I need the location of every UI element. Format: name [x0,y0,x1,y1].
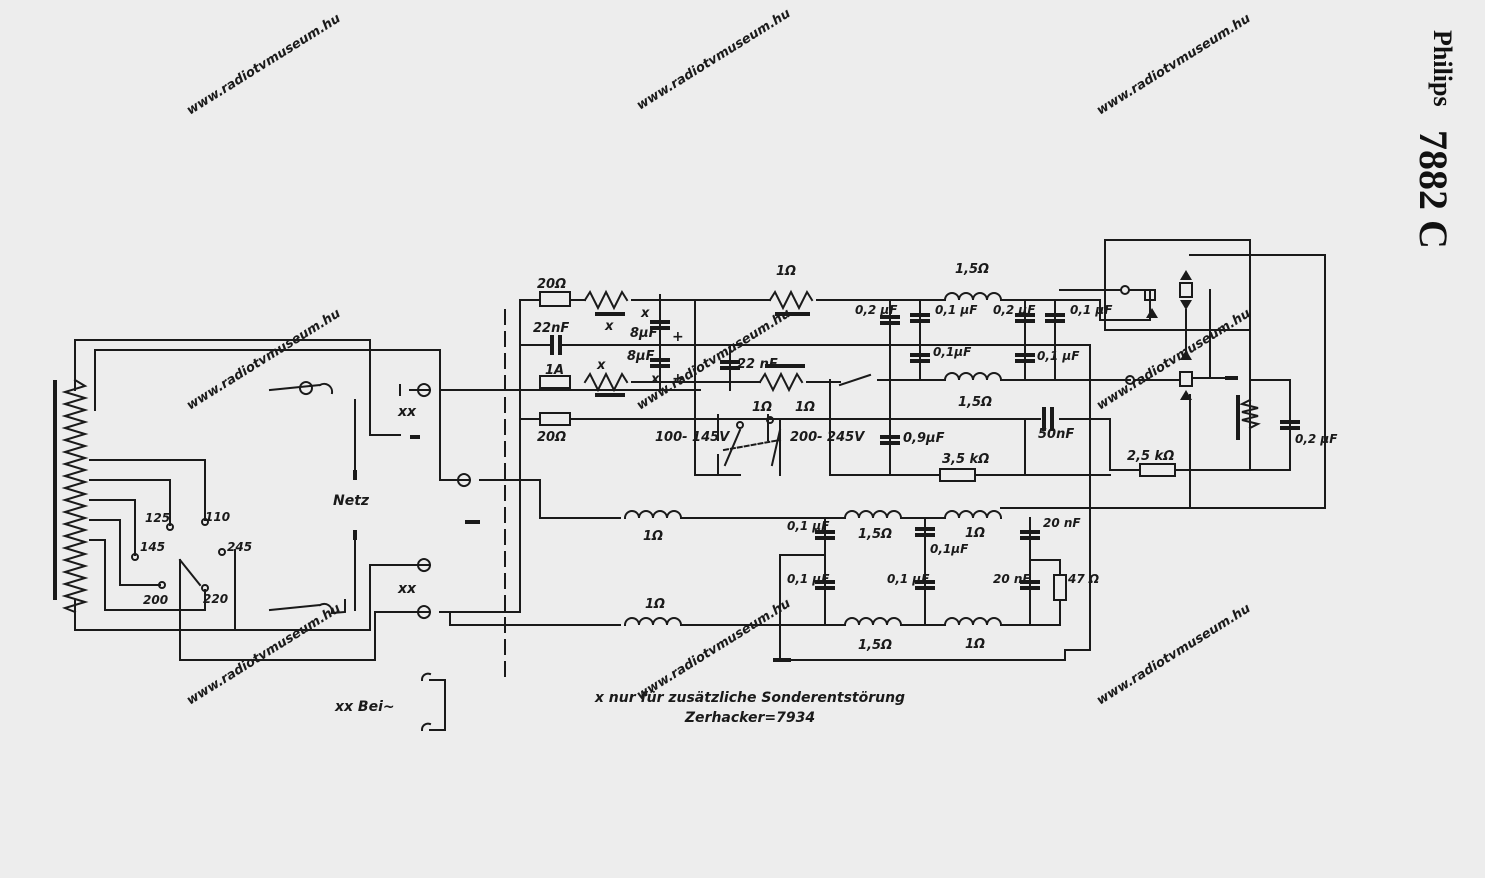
component-labels: Netz xx xx 125 110 145 245 200 220 20Ω x… [140,262,1338,715]
title-block: Philips 7882 C [1409,30,1469,260]
label-200-245v: 200- 245V [790,430,865,445]
footnote-note: x nur für zusätzliche Sonderentstörung [594,690,906,706]
label-1ohm-coil-b: 1Ω [965,526,985,541]
label-20nf-b: 20 nF [993,572,1031,586]
label-1ohm-coil-a: 1Ω [643,529,663,544]
filter-network [519,289,1191,662]
label-tap-245: 245 [227,540,252,554]
label-1ohm-coil-d: 1Ω [965,637,985,652]
label-1-5ohm-top: 1,5Ω [955,262,989,277]
label-22nf: 22nF [533,321,569,336]
brand-label: Philips [1428,30,1457,107]
label-1ohm-b: 1Ω [795,400,815,415]
resistor-3-5k [939,468,976,482]
label-x-r2: x [596,358,606,373]
label-0-2uf-a: 0,2 μF [855,303,898,317]
label-50nf: 50nF [1038,427,1074,442]
label-0-1uf-mid: 0,1μF [933,345,972,359]
svg-text:www.radiotvmuseum.hu: www.radiotvmuseum.hu [184,601,343,708]
label-x-c1: x [640,306,650,321]
svg-text:www.radiotvmuseum.hu: www.radiotvmuseum.hu [184,306,343,413]
label-0-1uf-b: 0,1 μF [1070,303,1113,317]
label-0-1uf-f: 0,1 μF [787,572,830,586]
resistor-47ohm [1053,574,1067,601]
label-0-1uf-a: 0,1 μF [935,303,978,317]
label-1-5ohm-coil-b: 1,5Ω [858,638,892,653]
label-22nf-vert: 22 nF [737,357,778,372]
label-1-5ohm-mid: 1,5Ω [958,395,992,410]
label-0-1uf-d: 0,1 μF [787,519,830,533]
label-2-5k: 2,5 kΩ [1127,449,1174,464]
label-plus-2: + [672,371,684,387]
label-8uf-2: 8μF [627,349,655,364]
footnote-chopper: Zerhacker=7934 [684,710,816,726]
resistor-2-5k [1139,463,1176,477]
label-100-145v: 100- 145V [655,430,730,445]
label-tap-200: 200 [143,593,168,607]
label-47ohm: 47 Ω [1067,572,1099,586]
label-tap-110: 110 [205,510,230,524]
label-1-5ohm-coil-a: 1,5Ω [858,527,892,542]
label-x-c2: x [650,372,660,387]
label-20ohm-lower: 20Ω [537,430,566,445]
label-0-9uf: 0,9μF [903,431,945,446]
label-1ohm-top: 1Ω [776,264,796,279]
label-plus-1: + [672,329,684,345]
label-0-1uf-c: 0,1 μF [1037,349,1080,363]
svg-text:www.radiotvmuseum.hu: www.radiotvmuseum.hu [1094,601,1253,708]
fuse-1a [539,375,571,389]
label-1ohm-coil-c: 1Ω [645,597,665,612]
connector-xx-top [399,383,432,398]
vibrator-block [1059,239,1326,509]
svg-text:www.radiotvmuseum.hu: www.radiotvmuseum.hu [634,6,793,113]
label-8uf-1: 8μF [630,326,658,341]
svg-text:www.radiotvmuseum.hu: www.radiotvmuseum.hu [184,11,343,118]
label-xx-bottom: xx [397,581,417,597]
ac-bracket [429,679,446,731]
label-tap-220: 220 [203,592,228,606]
model-number: 7882 C [1411,130,1456,249]
label-20nf-a: 20 nF [1043,516,1081,530]
resistor-20ohm-top [539,291,571,307]
label-x-r1: x [604,319,614,334]
label-0-2uf-right: 0,2 μF [1295,432,1338,446]
transformer-section [53,299,701,732]
transformer-winding [61,378,89,614]
label-1ohm-a: 1Ω [752,400,772,415]
label-1a: 1A [545,363,564,378]
tap-selector-arm [178,558,202,587]
label-3-5k: 3,5 kΩ [942,452,989,467]
label-netz: Netz [333,493,370,509]
label-ac-note: xx Bei~ [334,699,395,715]
resistor-20ohm-lower [539,412,571,426]
label-0-1uf-e: 0,1μF [930,542,969,556]
footnote-block: x nur für zusätzliche Sonderentstörung Z… [560,688,940,728]
label-tap-145: 145 [140,540,165,554]
label-20ohm-top: 20Ω [537,277,566,292]
label-tap-125: 125 [145,511,170,525]
svg-text:www.radiotvmuseum.hu: www.radiotvmuseum.hu [1094,11,1253,118]
label-xx-top: xx [397,404,417,420]
svg-text:www.radiotvmuseum.hu: www.radiotvmuseum.hu [1094,306,1253,413]
label-0-2uf-b: 0,2 μF [993,303,1036,317]
label-0-1uf-g: 0,1 μF [887,572,930,586]
